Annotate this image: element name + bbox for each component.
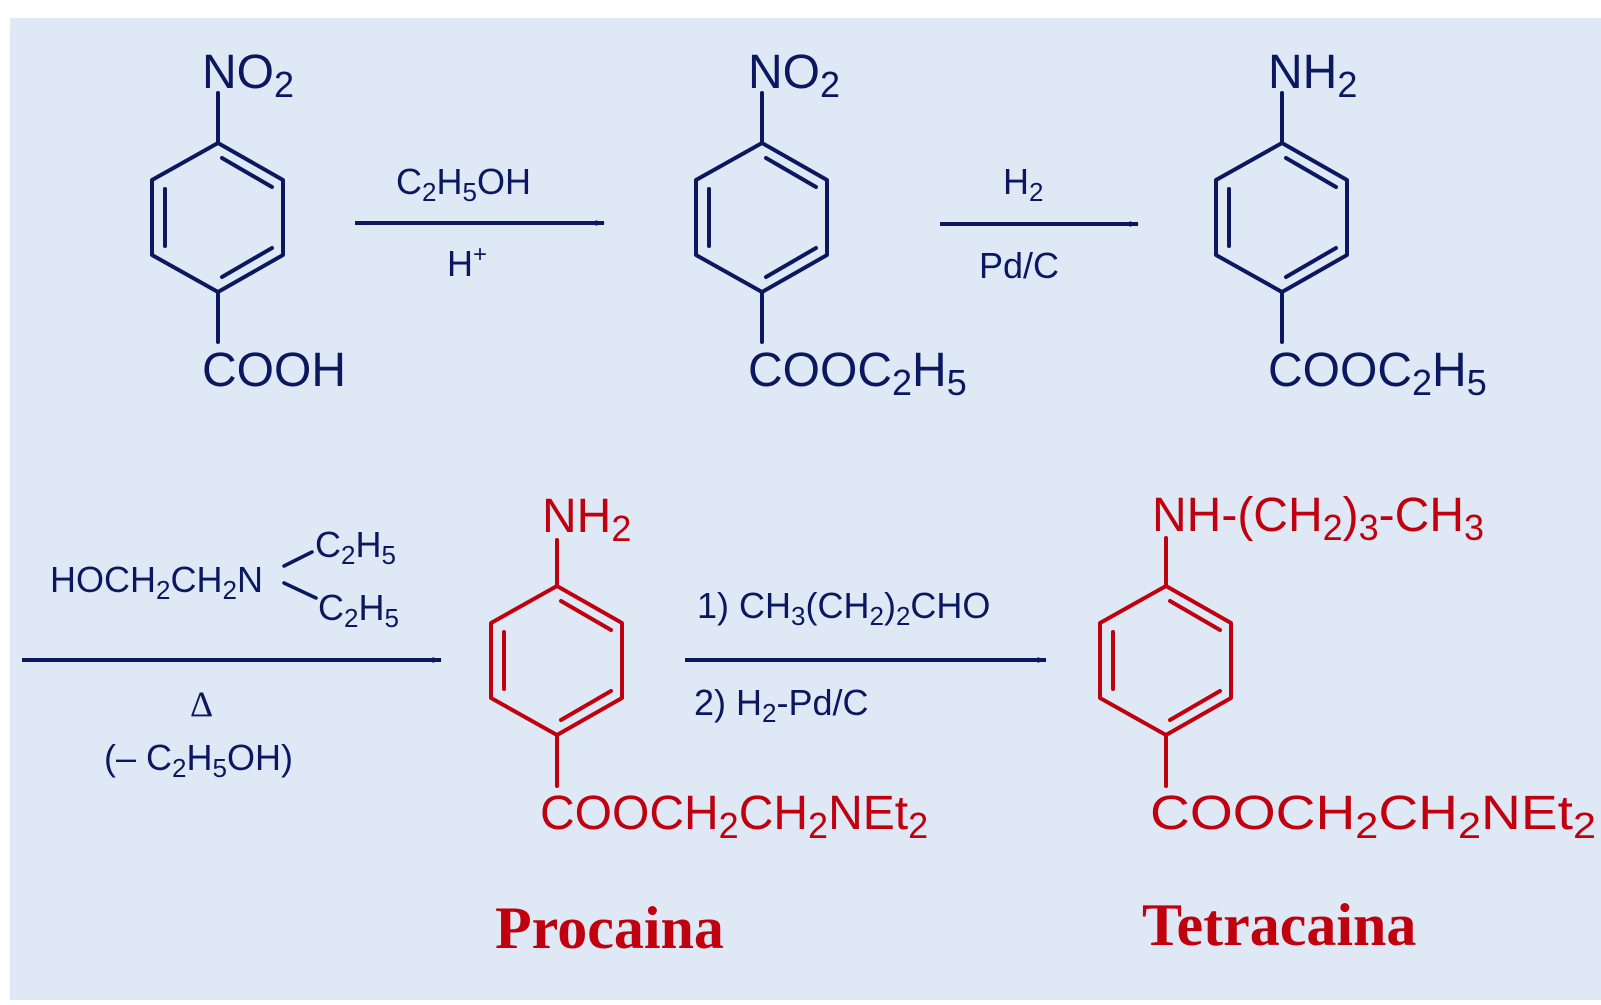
r3-nitrogen-branches xyxy=(282,550,318,600)
r3-delta: Δ xyxy=(190,684,213,724)
compound-procaina xyxy=(489,538,624,788)
compound-p-nitrobenzoic-acid xyxy=(150,91,285,344)
c3-bottom-label: COOC2H5 xyxy=(1268,344,1487,403)
r4-step-2: 2) H2-Pd/C xyxy=(694,682,869,728)
tetracaina-name: Tetracaina xyxy=(1142,892,1416,958)
procaina-top-label: NH2 xyxy=(542,490,631,549)
compound-tetracaina xyxy=(1098,536,1233,788)
tetracaina-top-label: NH-(CH2)3-CH3 xyxy=(1152,489,1484,548)
procaina-bottom-label: COOCH2CH2NEt2 xyxy=(540,787,928,846)
r1-reagent-above: C2H5OH xyxy=(396,161,531,207)
c1-bottom-label: COOH xyxy=(202,344,346,397)
compound-ethyl-p-nitrobenzoate xyxy=(694,91,829,344)
r1-reagent-below: H+ xyxy=(447,241,487,284)
r3-branch-ethyl-1: C2H5 xyxy=(315,524,396,570)
c2-bottom-label: COOC2H5 xyxy=(748,344,967,403)
r3-reagent-main: HOCH2CH2N xyxy=(50,559,263,605)
c2-top-label: NO2 xyxy=(748,46,840,105)
r2-reagent-above: H2 xyxy=(1003,161,1043,207)
r3-byproduct: (– C2H5OH) xyxy=(104,737,293,783)
r3-branch-ethyl-2: C2H5 xyxy=(318,587,399,633)
procaina-name: Procaina xyxy=(495,895,724,961)
c3-top-label: NH2 xyxy=(1268,46,1357,105)
compound-ethyl-p-aminobenzoate xyxy=(1214,91,1349,344)
c1-top-label: NO2 xyxy=(202,46,294,105)
r4-step-1: 1) CH3(CH2)2CHO xyxy=(697,585,990,631)
r2-reagent-below: Pd/C xyxy=(979,245,1059,286)
